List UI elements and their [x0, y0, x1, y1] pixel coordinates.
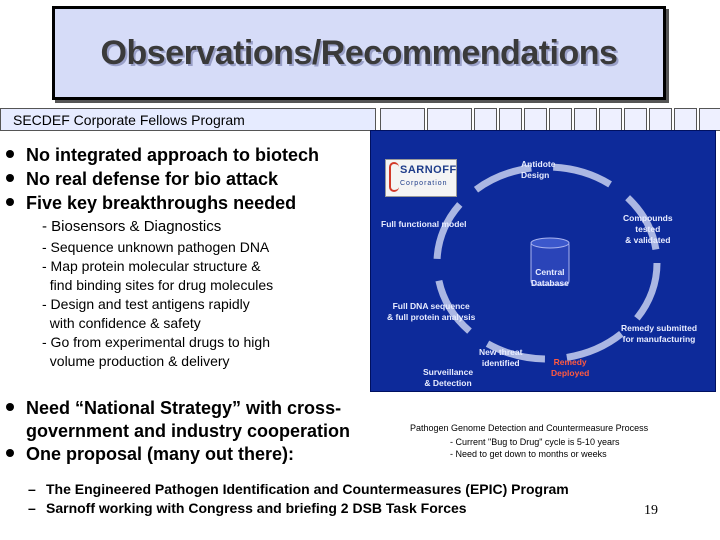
label-antidote: Antidote Design — [521, 159, 556, 180]
diagram-caption-title: Pathogen Genome Detection and Countermea… — [410, 423, 649, 433]
sub-item: - Go from experimental drugs to high — [42, 334, 270, 350]
slide-title: Observations/Recommendations — [100, 33, 618, 72]
bullet-item: Five key breakthroughs needed — [6, 191, 296, 215]
sub-item: - Sequence unknown pathogen DNA — [42, 239, 270, 255]
bullet-dot-icon — [6, 174, 14, 183]
label-central-db: Central Database — [531, 267, 569, 288]
label-remedy-deployed: Remedy Deployed — [551, 357, 590, 378]
label-compounds: Compounds tested & validated — [623, 213, 673, 245]
title-box: Observations/Recommendations — [52, 6, 666, 100]
sub-item: volume production & delivery — [42, 353, 230, 369]
sub-item: - Design and test antigens rapidly — [42, 296, 250, 312]
bullet-dot-icon — [6, 449, 14, 458]
bullet-item: No integrated approach to biotech — [6, 143, 319, 167]
bullet-dot-icon — [6, 198, 14, 207]
label-full-functional: Full functional model — [381, 219, 467, 229]
label-full-dna: Full DNA sequence & full protein analysi… — [387, 301, 476, 322]
cycle-arrows-icon — [433, 163, 661, 363]
bullet-item: No real defense for bio attack — [6, 167, 278, 191]
page-number: 19 — [644, 503, 658, 518]
bullet-item: One proposal (many out there): — [6, 442, 294, 466]
program-banner: SECDEF Corporate Fellows Program — [0, 108, 376, 131]
sarnoff-logo: SARNOFF Corporation — [385, 159, 457, 197]
sarnoff-s-icon — [389, 162, 399, 192]
bullet-dot-icon — [6, 150, 14, 159]
decorative-boxes — [380, 108, 720, 131]
sub-item: find binding sites for drug molecules — [42, 277, 274, 293]
diagram-caption-line: - Current "Bug to Drug" cycle is 5-10 ye… — [450, 437, 620, 447]
sub-main: - Biosensors & Diagnostics — [42, 218, 222, 235]
process-diagram-image: SARNOFF Corporation Antidote Design Comp… — [370, 130, 716, 392]
sub-item: with confidence & safety — [42, 315, 201, 331]
bullet-item: Need “National Strategy” with cross- — [6, 396, 341, 420]
label-surveillance: Surveillance & Detection — [423, 367, 474, 388]
diagram-caption-line: - Need to get down to months or weeks — [450, 449, 607, 459]
bullet-continuation: government and industry cooperation — [26, 421, 351, 441]
label-new-threat: New threat identified — [479, 347, 523, 368]
label-remedy-submitted: Remedy submitted for manufacturing — [621, 323, 698, 344]
dash-item: –The Engineered Pathogen Identification … — [28, 481, 569, 497]
bullet-dot-icon — [6, 403, 14, 412]
sub-item: - Map protein molecular structure & — [42, 258, 261, 274]
dash-item: –Sarnoff working with Congress and brief… — [28, 500, 467, 516]
